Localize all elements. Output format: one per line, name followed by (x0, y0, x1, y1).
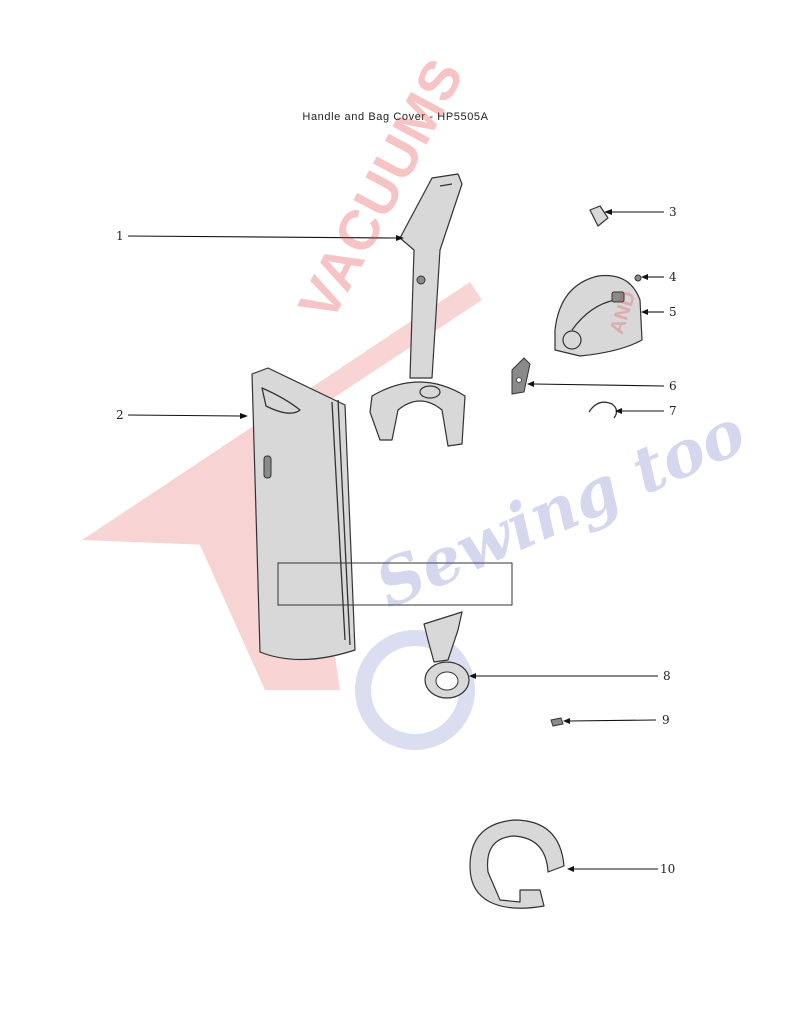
callout-10: 10 (660, 862, 675, 876)
switch-button-icon[interactable] (589, 205, 609, 227)
cord-holder-icon[interactable] (423, 611, 470, 699)
handle-icon[interactable] (369, 173, 466, 447)
watermark-ring (355, 630, 475, 750)
spring-clip-icon[interactable] (588, 401, 618, 419)
callout-4: 4 (669, 270, 677, 284)
label-box (277, 562, 513, 606)
callout-6: 6 (669, 379, 677, 393)
screw-icon[interactable] (550, 717, 564, 727)
leader-lines (127, 209, 665, 872)
cord-wrap-icon[interactable] (469, 819, 565, 909)
callout-7: 7 (669, 404, 677, 418)
bag-cover-icon[interactable] (251, 367, 356, 661)
callout-1: 1 (116, 229, 124, 243)
callout-2: 2 (116, 408, 124, 422)
screw-icon[interactable] (634, 274, 642, 282)
callout-9: 9 (662, 713, 670, 727)
callout-3: 3 (669, 205, 677, 219)
release-lever-icon[interactable] (511, 357, 531, 395)
page-title: Handle and Bag Cover - HP5505A (302, 111, 489, 123)
callout-8: 8 (663, 669, 671, 683)
callout-5: 5 (669, 305, 677, 319)
handle-housing-icon[interactable] (554, 274, 643, 357)
